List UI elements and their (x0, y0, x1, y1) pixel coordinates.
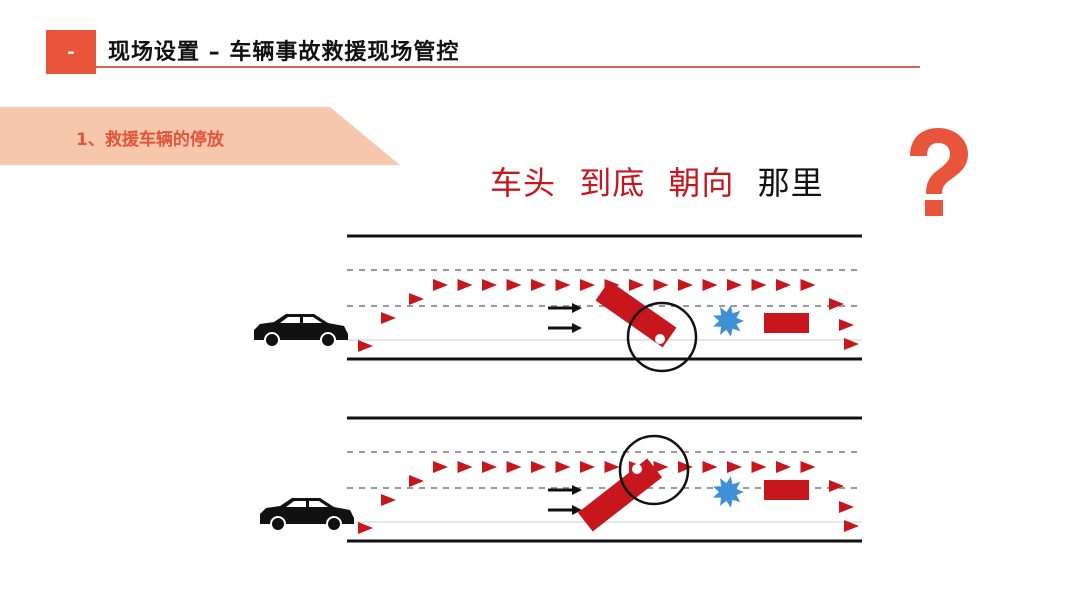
arrow-icon (800, 461, 816, 473)
arrow-icon (531, 279, 546, 291)
arrow-icon (506, 279, 522, 291)
question-mark-icon (910, 128, 968, 216)
arrow-icon (409, 293, 424, 305)
car-window (280, 317, 300, 323)
arrow-icon (580, 279, 595, 291)
focus-circle (618, 434, 690, 506)
question-part-1: 车头 (490, 164, 557, 202)
accident-vehicle (764, 480, 809, 500)
arrow-icon (800, 279, 816, 291)
arrow-icon (409, 475, 424, 487)
arrow-icon (844, 520, 859, 532)
arrow-icon (358, 340, 373, 352)
accident-vehicle (764, 313, 809, 333)
arrow-icon (829, 480, 844, 492)
section-label: 1、救援车辆的停放 (76, 130, 224, 150)
car-icon (260, 498, 354, 532)
arrow-icon (358, 522, 373, 534)
car-wheel (264, 332, 280, 348)
rescue-vehicle (577, 458, 663, 532)
arrow-icon (844, 338, 859, 350)
arrow-icon (572, 485, 582, 495)
arrow-icon (572, 323, 582, 333)
arrow-icon (727, 279, 742, 291)
arrow-icon (678, 279, 693, 291)
car-wheel (320, 332, 336, 348)
arrow-icon (482, 461, 497, 473)
vehicle-front-marker (632, 464, 642, 474)
arrow-icon (776, 461, 791, 473)
car-wheel (270, 516, 286, 532)
crash-burst-icon (713, 305, 744, 337)
arrow-icon (653, 461, 669, 473)
arrow-icon (604, 461, 620, 473)
arrow-icon (555, 461, 571, 473)
arrow-icon (482, 279, 497, 291)
arrow-icon (629, 279, 644, 291)
question-part-4: 那里 (757, 164, 824, 202)
road-diagram-top (254, 234, 862, 373)
arrow-icon (531, 461, 546, 473)
car-window (309, 501, 328, 507)
arrow-icon (381, 494, 396, 506)
arrow-icon (572, 505, 582, 515)
header-badge: - (46, 30, 96, 74)
car-wheel (326, 516, 342, 532)
arrow-icon (751, 461, 767, 473)
question-part-2: 到底 (579, 164, 646, 202)
arrow-icon (829, 298, 844, 310)
arrow-icon (381, 312, 396, 324)
arrow-icon (433, 279, 448, 291)
question-part-3: 朝向 (668, 164, 735, 202)
arrow-icon (702, 279, 718, 291)
question-heading: 车头 到底 朝向 那里 (490, 158, 824, 204)
arrow-icon (678, 461, 693, 473)
arrow-icon (653, 279, 669, 291)
car-window (303, 317, 322, 323)
arrow-icon (839, 501, 854, 513)
car-window (286, 501, 306, 507)
arrow-icon (506, 461, 522, 473)
focus-circle (626, 301, 698, 373)
arrow-icon (457, 461, 473, 473)
arrow-icon (727, 461, 742, 473)
arrow-icon (433, 461, 448, 473)
arrow-icon (555, 279, 571, 291)
arrow-icon (839, 319, 854, 331)
header-underline (96, 66, 920, 68)
car-icon (254, 314, 348, 348)
arrow-icon (751, 279, 767, 291)
arrow-icon (457, 279, 473, 291)
section-banner (0, 107, 400, 165)
arrow-icon (702, 461, 718, 473)
arrow-icon (572, 303, 582, 313)
arrow-icon (580, 461, 595, 473)
crash-burst-icon (713, 476, 744, 508)
vehicle-front-marker (655, 334, 665, 344)
road-diagram-bottom (260, 416, 862, 543)
arrow-icon (776, 279, 791, 291)
page-title: 现场设置 – 车辆事故救援现场管控 (108, 40, 460, 65)
